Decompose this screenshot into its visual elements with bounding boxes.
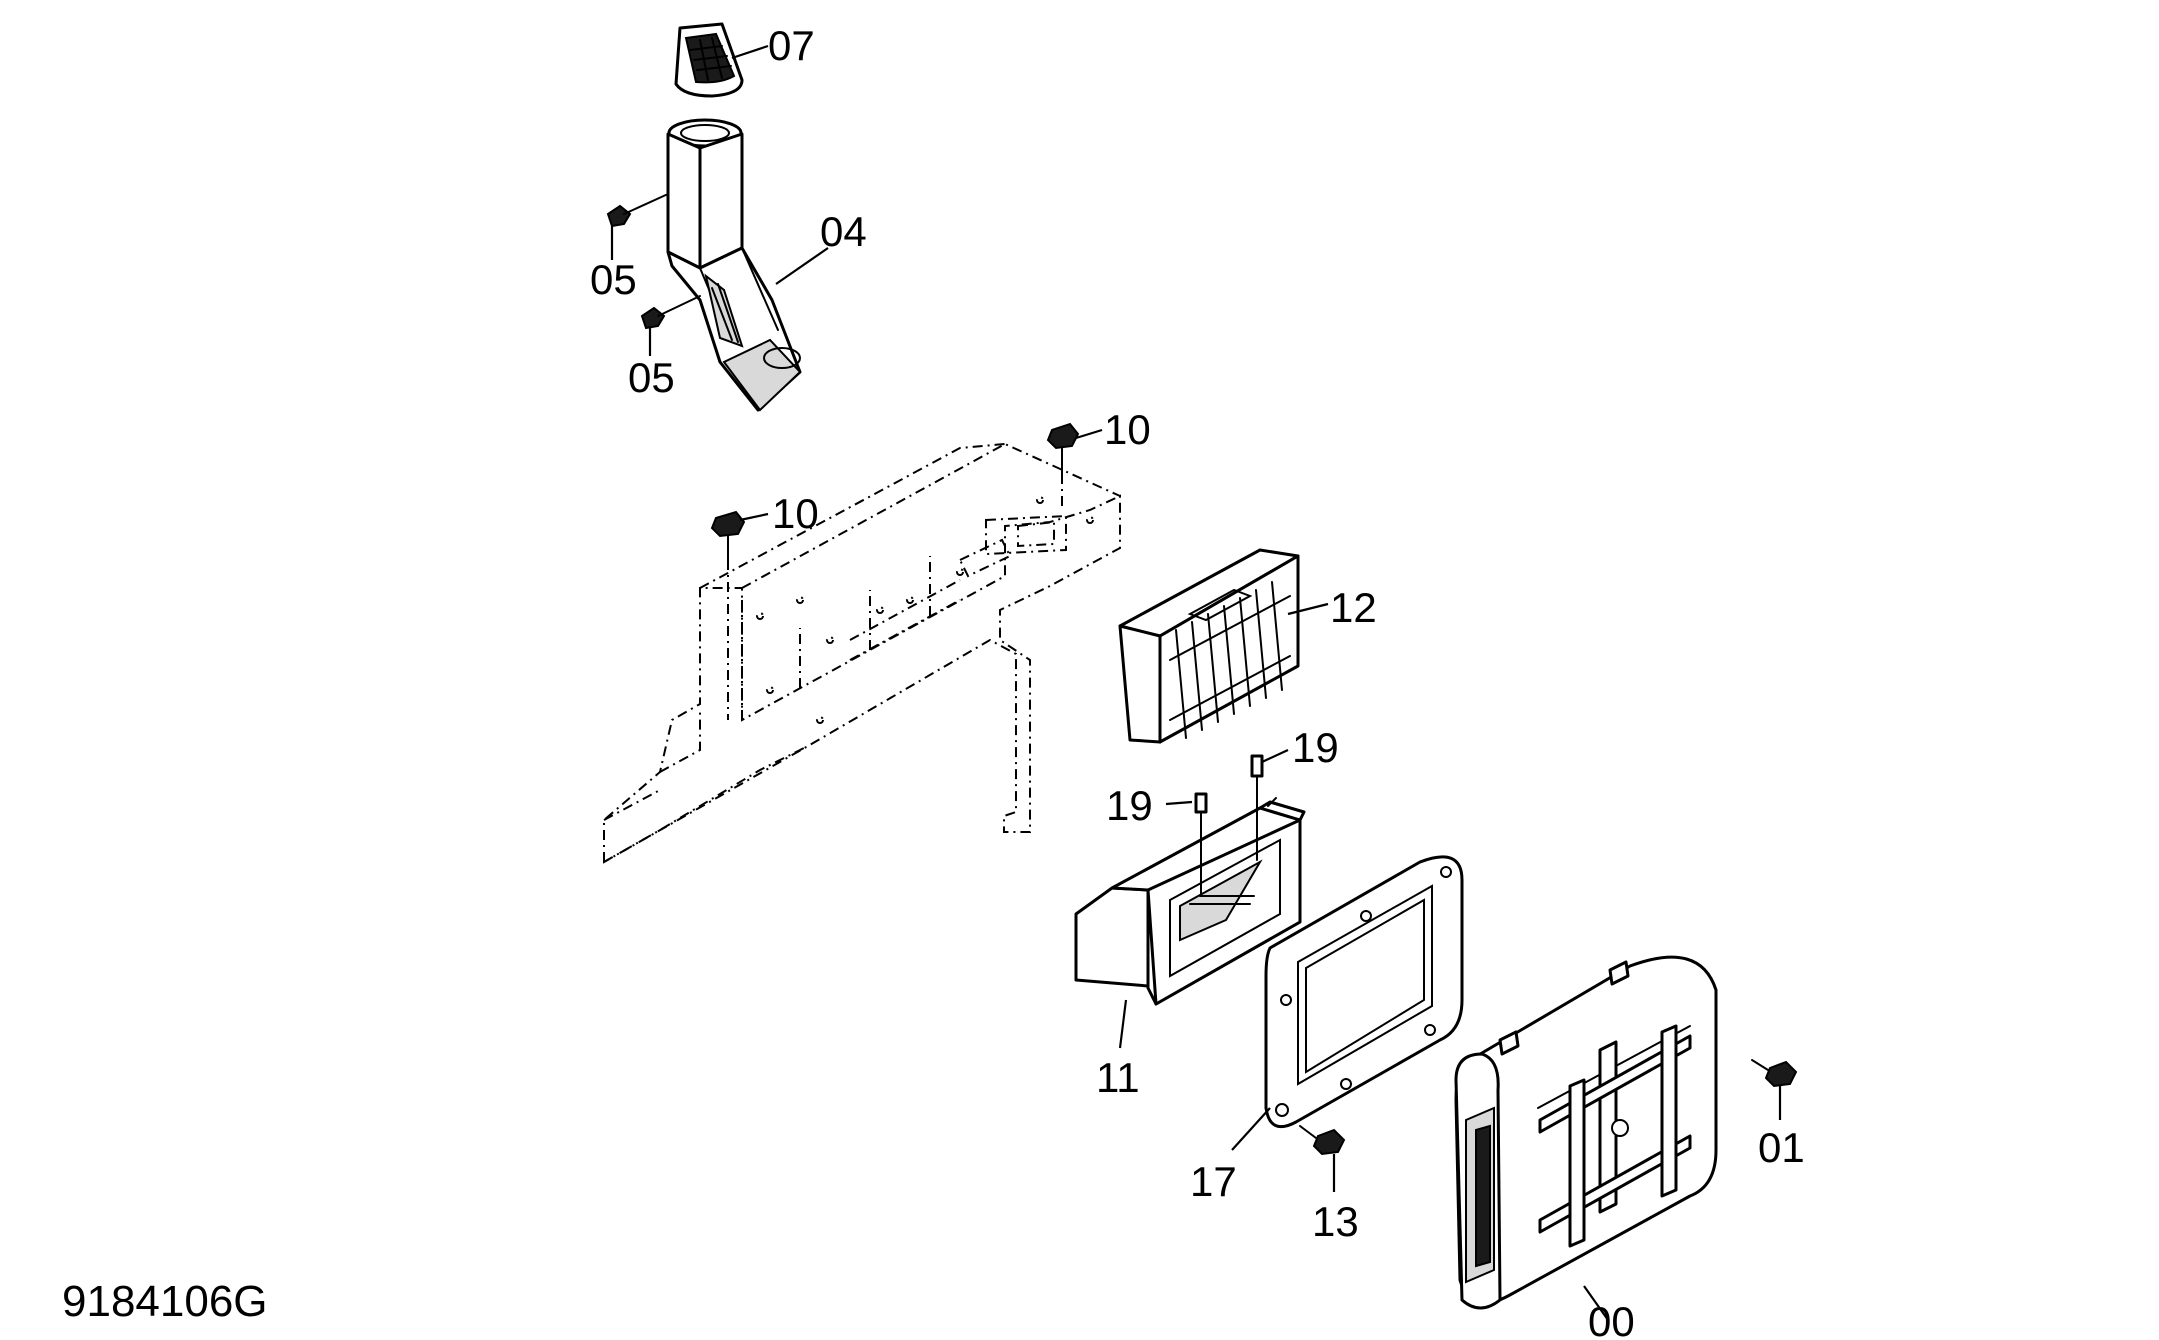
screw-05-lower: [640, 295, 701, 330]
part-11-housing: [1074, 797, 1306, 1006]
callout-05-lower: 05: [628, 354, 675, 401]
part-12-filter: [1118, 548, 1300, 744]
callout-10-right: 10: [1104, 406, 1151, 453]
frame-bracket: [603, 442, 1121, 864]
callout-13: 13: [1312, 1198, 1359, 1245]
callout-01: 01: [1758, 1124, 1805, 1171]
callout-04: 04: [820, 208, 867, 255]
part-17-gasket: [1264, 855, 1464, 1129]
part-00-cover: [1454, 955, 1718, 1310]
part-07-louver: [674, 22, 744, 98]
callout-12: 12: [1330, 584, 1377, 631]
pin-19-right: [1250, 754, 1264, 861]
part-04-duct: [666, 118, 802, 412]
screw-05-upper: [606, 193, 669, 228]
pin-19-left: [1194, 792, 1208, 895]
screw-01: [1751, 1059, 1798, 1088]
callout-00: 00: [1588, 1298, 1635, 1340]
callout-labels: 07 05 04 05 10 10 12 19 19 11 17 13 01 0…: [590, 22, 1805, 1340]
callout-10-left: 10: [772, 490, 819, 537]
bolt-10-right: [1046, 422, 1080, 508]
callout-19-right: 19: [1292, 724, 1339, 771]
callout-11: 11: [1096, 1054, 1140, 1101]
callout-05-upper: 05: [590, 256, 637, 303]
diagram-reference-code: 9184106G: [62, 1277, 268, 1326]
callout-07: 07: [768, 22, 815, 69]
bolt-10-left: [710, 510, 746, 720]
callout-19-left: 19: [1106, 782, 1153, 829]
leader-lines: [610, 44, 1782, 1321]
screw-13: [1299, 1125, 1346, 1156]
callout-17: 17: [1190, 1158, 1237, 1205]
